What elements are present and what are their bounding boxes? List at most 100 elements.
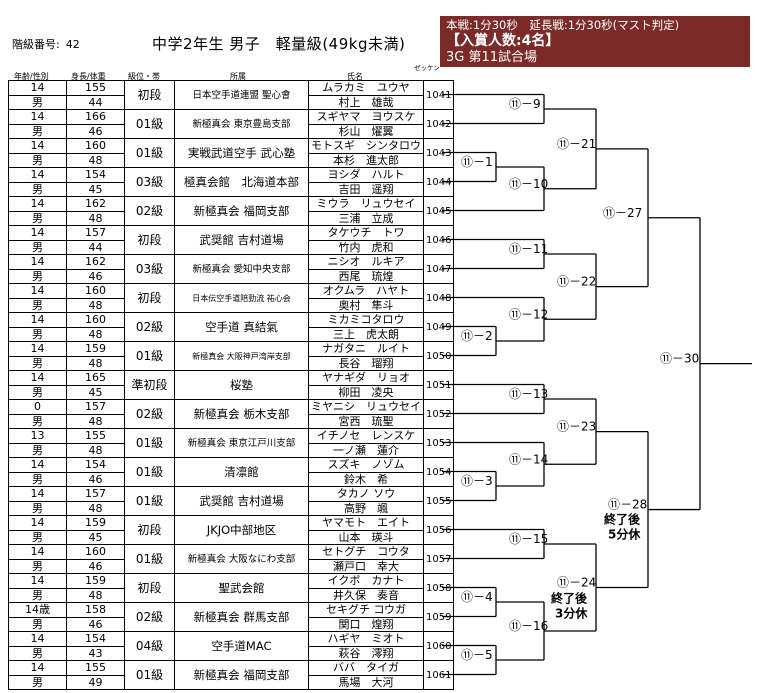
match-label-m12: ⑪－12 (509, 307, 548, 321)
height-cell: 160 (66, 138, 125, 154)
age-cell: 14 (8, 109, 67, 125)
name-cell: 柳田 凌央 (308, 384, 424, 400)
age-cell: 14 (8, 138, 67, 154)
match-label-m13: ⑪－13 (509, 387, 548, 401)
affiliation-cell: 極真会館 北海道本部 (174, 167, 309, 197)
affiliation-cell: 桜塾 (174, 370, 309, 400)
gender-cell: 男 (8, 152, 67, 168)
match-label-m11: ⑪－11 (509, 242, 548, 256)
name-cell: 吉田 遥翔 (308, 181, 424, 197)
weight-cell: 49 (66, 674, 125, 690)
match-label-m28: ⑪－28 (608, 498, 647, 512)
rest-note: 終了後 (551, 591, 588, 606)
height-cell: 154 (66, 631, 125, 647)
match-label-m1: ⑪－1 (461, 155, 493, 169)
rank-cell: 01級 (124, 486, 175, 516)
gender-cell: 男 (8, 181, 67, 197)
height-cell: 154 (66, 167, 125, 183)
match-time-rule: 本戦:1分30秒 延長戦:1分30秒(マスト判定) (446, 18, 680, 32)
match-label-m9: ⑪－9 (509, 97, 541, 111)
height-cell: 159 (66, 515, 125, 531)
weight-cell: 48 (66, 326, 125, 342)
weight-cell: 44 (66, 94, 125, 110)
rank-cell: 01級 (124, 457, 175, 487)
affiliation-cell: 新極真会 東京江戸川支部 (174, 428, 309, 458)
weight-cell: 46 (66, 471, 125, 487)
name-kana-cell: ムラカミ ユウヤ (308, 80, 424, 96)
name-cell: 杉山 燿翼 (308, 123, 424, 139)
name-cell: 馬場 大河 (308, 674, 424, 690)
rank-cell: 01級 (124, 660, 175, 690)
affiliation-cell: 清凛館 (174, 457, 309, 487)
rest-note: 5分休 (608, 527, 641, 542)
name-kana-cell: ヤナギダ リョオ (308, 370, 424, 386)
col-rank: 級位・帯 (128, 72, 160, 81)
match-label-m2: ⑪－2 (461, 329, 493, 343)
col-name: 氏名 (347, 72, 363, 81)
class-number-label: 階級番号: (12, 38, 60, 51)
age-cell: 14 (8, 196, 67, 212)
weight-cell: 46 (66, 558, 125, 574)
name-cell: 宮西 琉聖 (308, 413, 424, 429)
name-kana-cell: タカノ ソウ (308, 486, 424, 502)
match-label-m14: ⑪－14 (509, 452, 548, 466)
name-kana-cell: モトスギ シンタロウ (308, 138, 424, 154)
name-kana-cell: ミウラ リュウセイ (308, 196, 424, 212)
age-cell: 14歳 (8, 602, 67, 618)
name-kana-cell: イチノセ レンスケ (308, 428, 424, 444)
gender-cell: 男 (8, 123, 67, 139)
affiliation-cell: 聖武会館 (174, 573, 309, 603)
match-label-m10: ⑪－10 (509, 177, 548, 191)
match-info-box: 本戦:1分30秒 延長戦:1分30秒(マスト判定) 【入賞人数:4名】 3G 第… (440, 16, 750, 67)
name-cell: 長谷 瑠翔 (308, 355, 424, 371)
match-label-m27: ⑪－27 (603, 206, 642, 220)
rank-cell: 01級 (124, 341, 175, 371)
match-label-m15: ⑪－15 (509, 532, 548, 546)
match-label-m4: ⑪－4 (461, 590, 493, 604)
match-label-m24: ⑪－24 (557, 576, 596, 590)
name-kana-cell: ナガタニ ルイト (308, 341, 424, 357)
weight-cell: 45 (66, 181, 125, 197)
rank-cell: 04級 (124, 631, 175, 661)
match-label-m30: ⑪－30 (660, 352, 699, 366)
prize-count: 【入賞人数:4名】 (446, 33, 560, 49)
affiliation-cell: 空手道MAC (174, 631, 309, 661)
age-cell: 14 (8, 225, 67, 241)
rank-cell: 02級 (124, 312, 175, 342)
match-label-m22: ⑪－22 (557, 275, 596, 289)
rank-cell: 初段 (124, 283, 175, 313)
division-title: 中学2年生 男子 軽量級(49kg未満) (152, 35, 406, 53)
name-kana-cell: ヨシダ ハルト (308, 167, 424, 183)
affiliation-cell: 新極真会 大阪神戸湾岸支部 (174, 341, 309, 371)
match-label-m3: ⑪－3 (461, 474, 493, 488)
affiliation-cell: 新極真会 愛知中央支部 (174, 254, 309, 284)
weight-cell: 48 (66, 413, 125, 429)
rank-cell: 02級 (124, 602, 175, 632)
weight-cell: 48 (66, 152, 125, 168)
name-cell: 三上 虎太朗 (308, 326, 424, 342)
affiliation-cell: 武奨館 吉村道場 (174, 225, 309, 255)
